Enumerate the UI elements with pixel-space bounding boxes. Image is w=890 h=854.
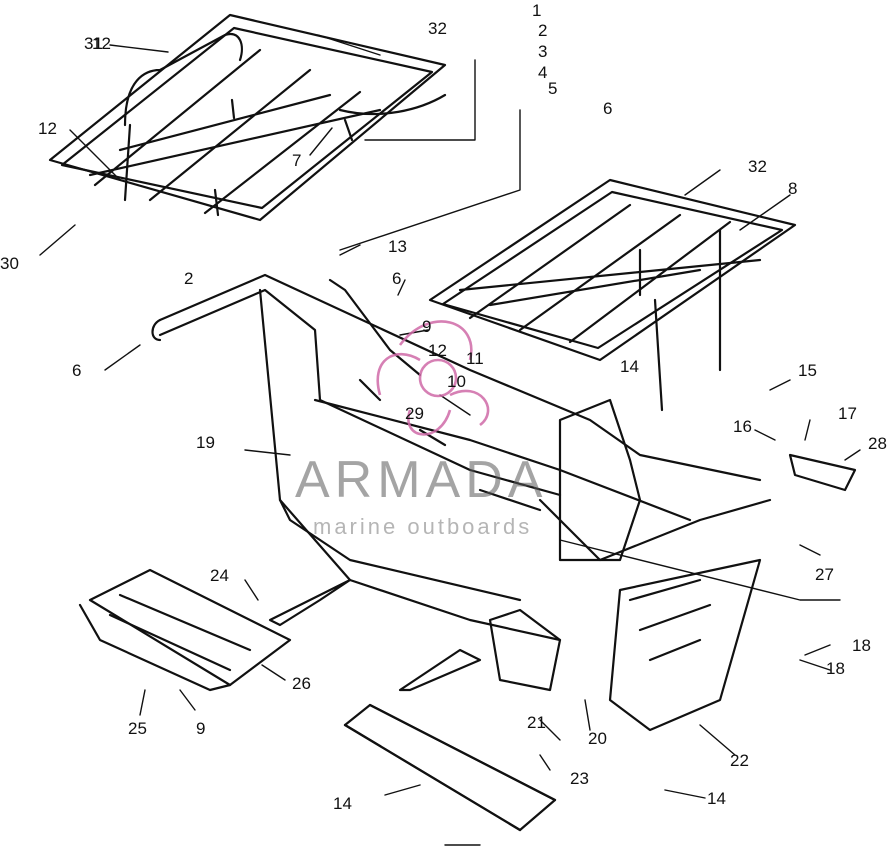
callout-label: 11 [466,349,484,368]
callout-label: 18 [852,636,871,655]
callout-label: 29 [405,404,424,423]
main-frame [151,273,772,732]
callout-label: 3 [538,42,548,61]
callout-label: 14 [620,357,639,376]
callout-label: 32 [748,157,767,176]
watermark-title: ARMADA [295,451,548,509]
callout-label: 7 [292,151,302,170]
callout-label: 5 [548,79,558,98]
callout-label: 2 [184,269,194,288]
skid-plate [343,703,557,832]
callout-label: 9 [196,719,206,738]
callout-label: 6 [603,99,613,118]
watermark-logo [376,320,490,436]
callout-label: 28 [868,434,887,453]
callout-label: 18 [826,659,845,678]
callout-label: 16 [733,417,752,436]
watermark: ARMADA marine outboards [295,450,625,560]
callout-label: 27 [815,565,834,584]
callout-label: 24 [210,566,229,585]
callout-label: 14 [707,789,726,808]
callout-label: 15 [798,361,817,380]
callout-label: 9 [422,317,432,336]
callout-label: 22 [730,751,749,770]
callout-label: 19 [196,433,215,452]
callout-label: 6 [72,361,82,380]
callout-label: 17 [838,404,857,423]
callout-label: 6 [392,269,402,288]
callout-label: 30 [0,254,19,273]
callout-label: 2 [538,21,548,40]
callout-label: 1 [532,1,542,20]
callout-label: 12 [92,34,111,53]
callout-label: 23 [570,769,589,788]
callout-label: 12 [38,119,57,138]
callout-label: 4 [538,63,548,82]
footpeg [788,453,857,492]
callout-label: 14 [333,794,352,813]
watermark-subtitle: marine outboards [313,514,533,539]
rear-rack [48,13,447,222]
callout-label: 13 [388,237,407,256]
front-rack [428,178,797,412]
callout-label: 32 [428,19,447,38]
callout-label: 25 [128,719,147,738]
callout-label: 31 [84,34,103,53]
callout-label: 12 [428,341,447,360]
leader-lines [39,34,861,846]
callout-label: 21 [527,713,546,732]
footrest-bumper [78,568,292,692]
callout-label: 20 [588,729,607,748]
callout-label: 26 [292,674,311,693]
callout-label: 10 [447,372,466,391]
callout-label: 8 [788,179,798,198]
